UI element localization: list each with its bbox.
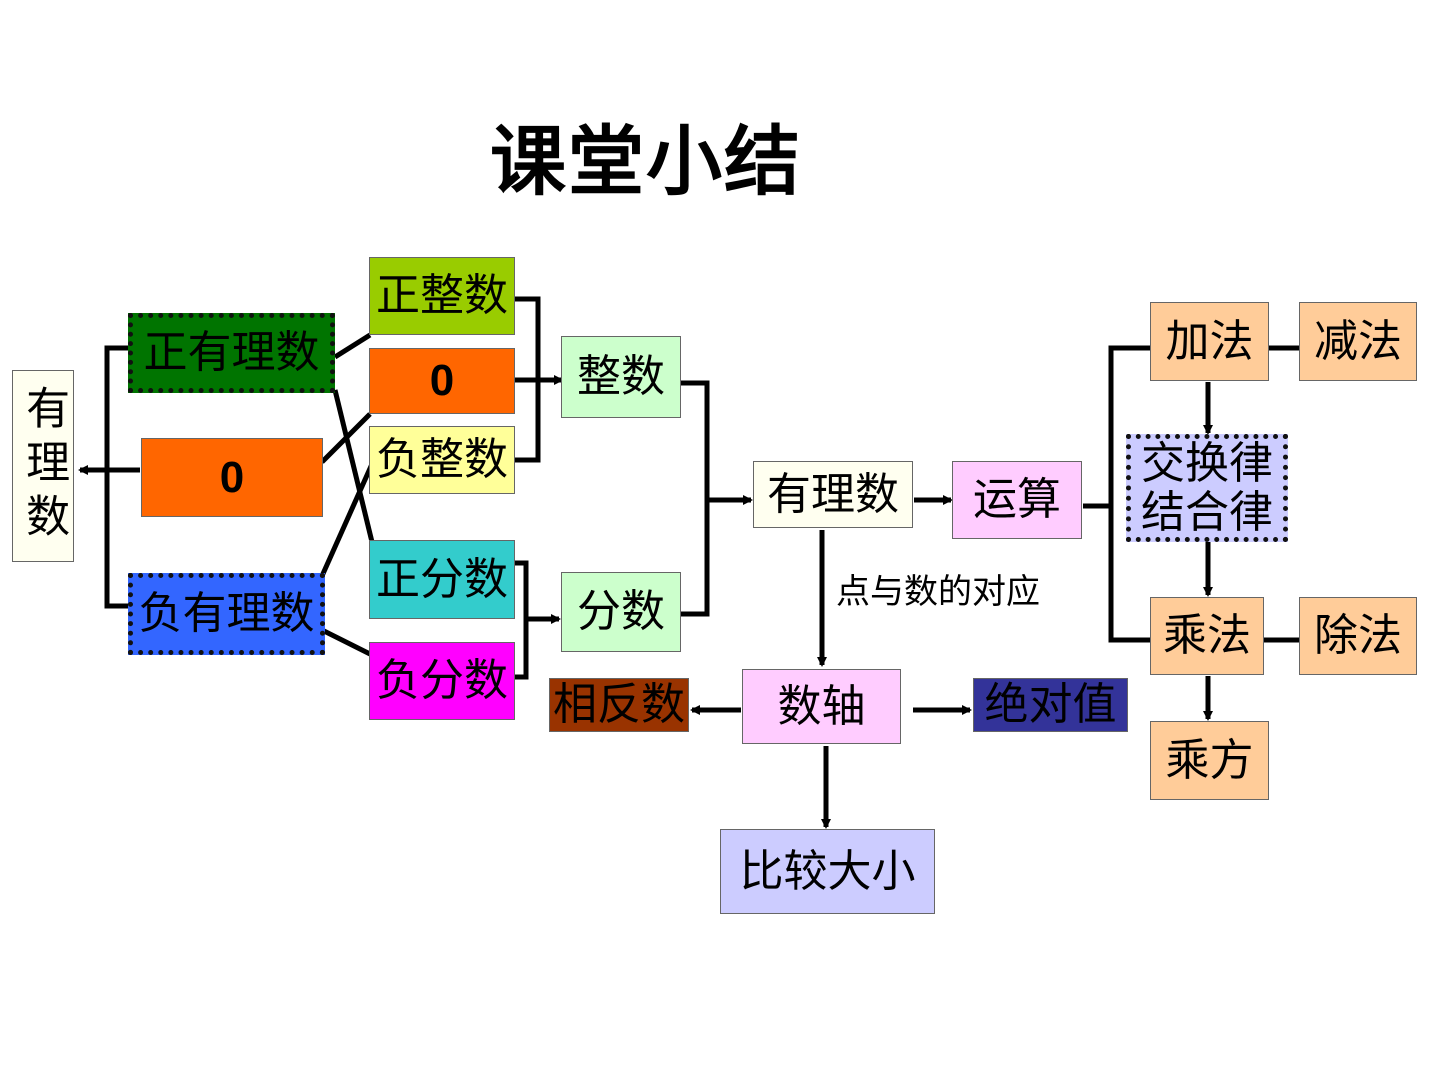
- power-label: 乘方: [1165, 734, 1254, 786]
- edge-label-point-number: 点与数的对应: [836, 572, 1040, 612]
- box-absolute-value: 绝对值: [973, 678, 1128, 732]
- line-pos-rational-pos-fraction: [332, 389, 375, 543]
- negative-integer-label: 负整数: [376, 434, 508, 485]
- box-subtraction: 减法: [1299, 302, 1417, 381]
- rational-vertical-label: 有理数: [18, 385, 70, 547]
- positive-rational-label: 正有理数: [143, 327, 320, 378]
- division-label: 除法: [1314, 610, 1402, 661]
- box-negative-integer: 负整数: [369, 426, 515, 494]
- commutative-law-label: 交换律: [1141, 437, 1273, 489]
- number-line-label: 数轴: [777, 680, 866, 732]
- line-zero-zero: [320, 412, 372, 464]
- box-number-line: 数轴: [742, 669, 901, 744]
- negative-fraction-label: 负分数: [376, 655, 508, 706]
- box-addition: 加法: [1150, 302, 1269, 381]
- line-pos-rational-pos-integer: [333, 332, 372, 360]
- absolute-value-label: 绝对值: [984, 679, 1117, 730]
- box-positive-integer: 正整数: [369, 257, 515, 335]
- multiplication-label: 乘法: [1163, 610, 1251, 661]
- rational-center-label: 有理数: [767, 468, 899, 520]
- box-division: 除法: [1299, 597, 1417, 675]
- zero-left-label: 0: [219, 452, 245, 502]
- addition-label: 加法: [1165, 315, 1254, 367]
- box-rational-center: 有理数: [753, 461, 913, 528]
- fraction-bracket: [515, 560, 529, 680]
- box-laws: 交换律 结合律: [1126, 434, 1288, 542]
- box-positive-fraction: 正分数: [369, 540, 515, 619]
- positive-fraction-label: 正分数: [376, 553, 508, 605]
- box-zero-top: 0: [369, 348, 515, 414]
- box-opposite-number: 相反数: [549, 678, 689, 732]
- operation-label: 运算: [973, 474, 1061, 525]
- box-multiplication: 乘法: [1150, 597, 1264, 675]
- box-power: 乘方: [1150, 721, 1269, 800]
- classification-bracket-left: [104, 345, 130, 609]
- negative-rational-label: 负有理数: [138, 588, 315, 639]
- box-negative-fraction: 负分数: [369, 642, 515, 720]
- box-positive-rational: 正有理数: [128, 313, 335, 393]
- zero-top-label: 0: [429, 356, 455, 405]
- fraction-label: 分数: [577, 586, 665, 637]
- line-neg-rational-neg-integer: [319, 462, 375, 578]
- line-neg-rational-neg-fraction: [320, 627, 372, 657]
- positive-integer-label: 正整数: [376, 270, 508, 321]
- box-fraction: 分数: [561, 572, 681, 652]
- box-negative-rational: 负有理数: [128, 573, 325, 655]
- box-operation: 运算: [952, 461, 1082, 539]
- box-zero-left: 0: [141, 438, 323, 517]
- opposite-number-label: 相反数: [553, 679, 685, 730]
- slide-title: 课堂小结: [490, 117, 802, 206]
- subtraction-label: 减法: [1314, 315, 1402, 367]
- rational-bracket: [681, 380, 710, 617]
- box-integer: 整数: [561, 336, 681, 418]
- box-compare-size: 比较大小: [720, 829, 935, 914]
- integer-label: 整数: [577, 351, 665, 402]
- associative-law-label: 结合律: [1141, 487, 1273, 538]
- box-rational-vertical: 有理数: [12, 370, 74, 562]
- operation-bracket: [1108, 345, 1150, 643]
- compare-size-label: 比较大小: [739, 845, 916, 897]
